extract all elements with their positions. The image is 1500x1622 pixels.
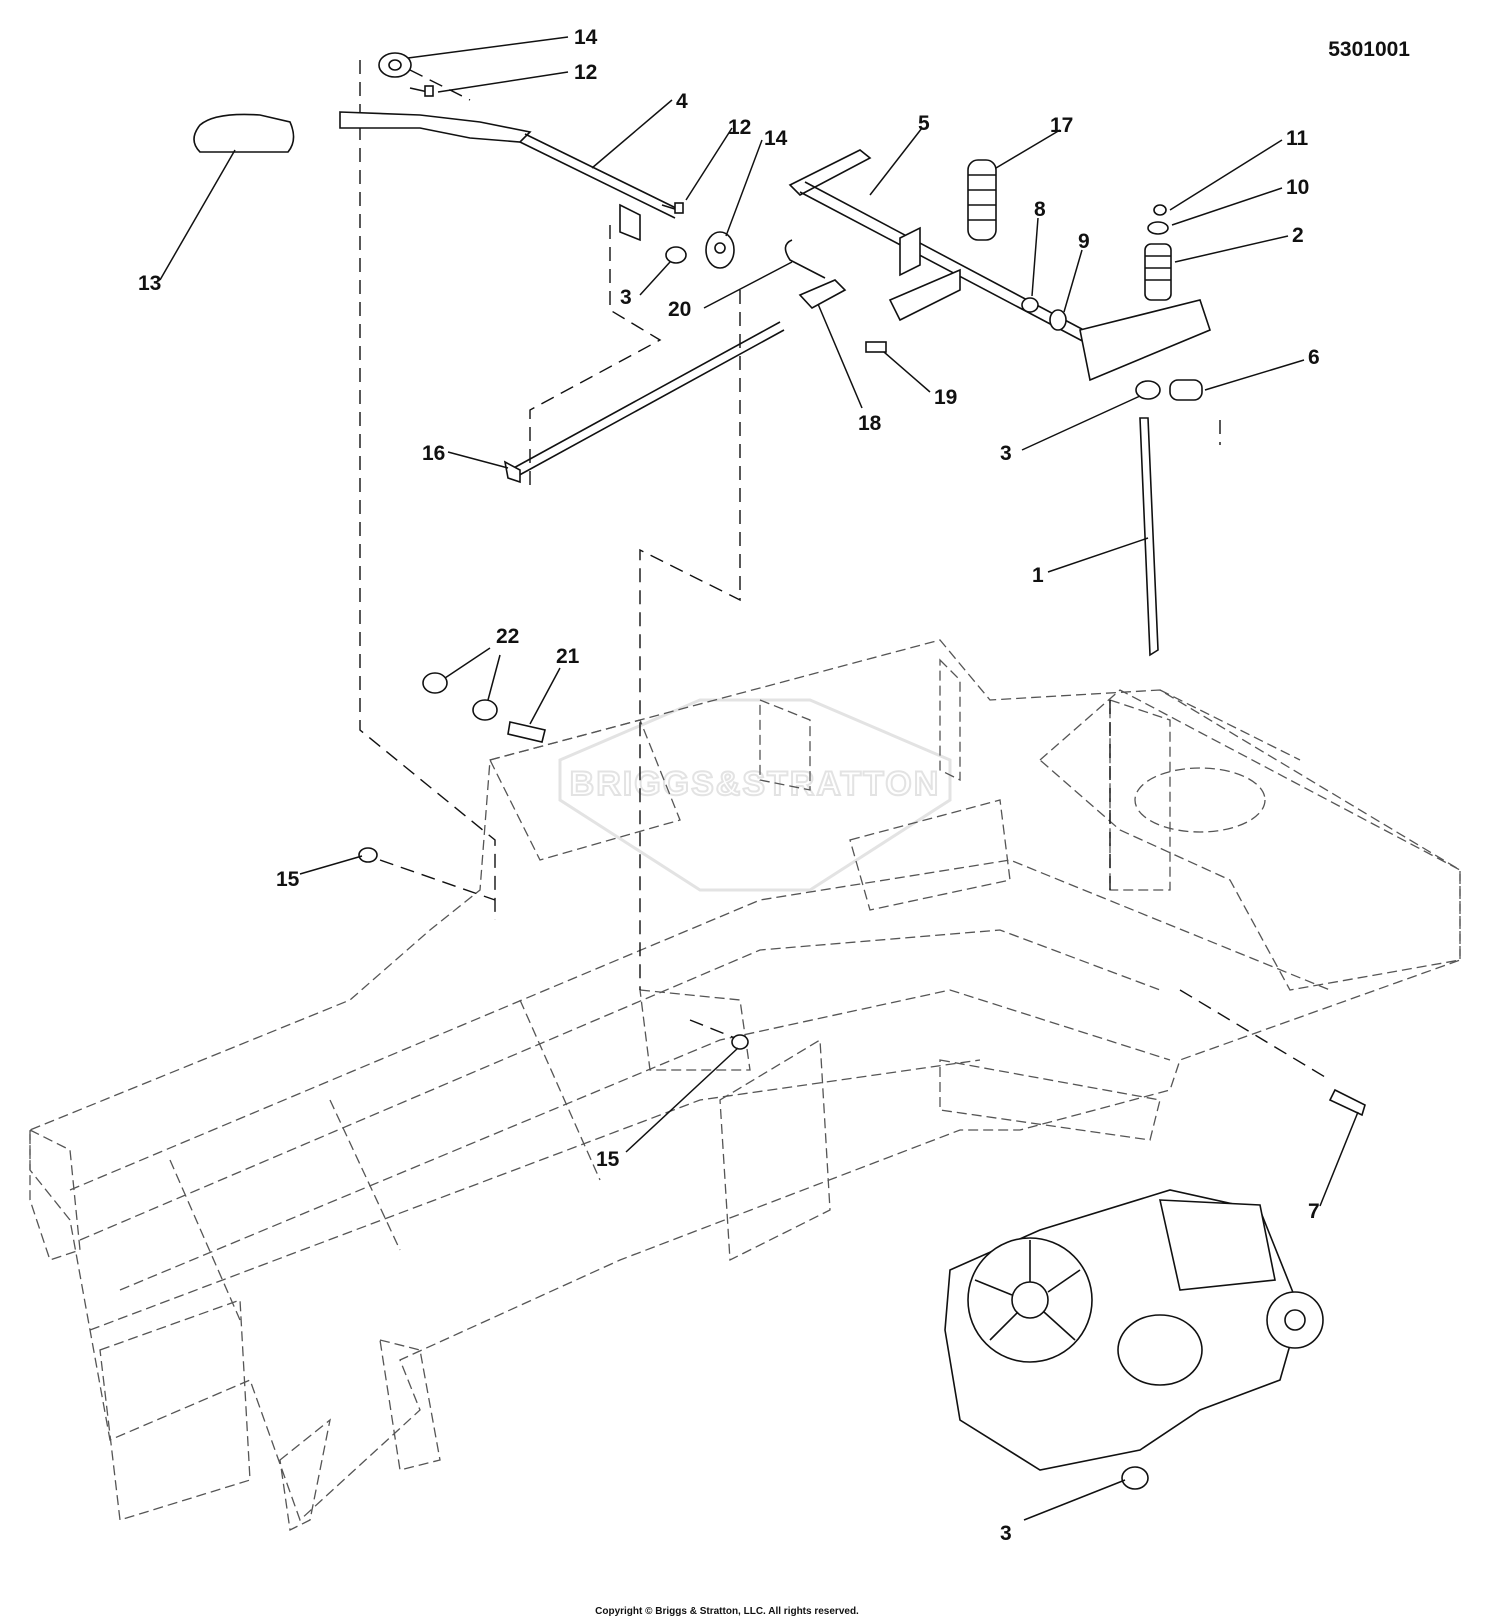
callout-10: 10 xyxy=(1286,176,1309,199)
callout-14-top: 14 xyxy=(574,26,598,49)
nut-15-left xyxy=(358,847,378,863)
nut-8 xyxy=(1021,297,1039,313)
bolt-7 xyxy=(1328,1088,1366,1117)
callout-11: 11 xyxy=(1286,127,1309,150)
callout-13: 13 xyxy=(138,272,161,295)
callout-20: 20 xyxy=(668,298,691,321)
callout-6: 6 xyxy=(1308,346,1320,369)
nut-22b xyxy=(472,699,498,721)
nut-22a xyxy=(422,672,448,694)
compression-spring xyxy=(1144,243,1172,301)
callout-labels: 14 12 4 12 14 5 17 11 10 2 8 9 13 3 20 6… xyxy=(138,26,1320,1545)
nut-bottom xyxy=(1121,1466,1149,1490)
transaxle xyxy=(944,1189,1324,1471)
chassis-frame xyxy=(29,639,1461,1531)
long-rod xyxy=(1139,417,1159,657)
extension-spring xyxy=(967,159,997,241)
nut-15-right xyxy=(731,1034,749,1050)
callout-16: 16 xyxy=(422,442,445,465)
callout-3-upper-right: 3 xyxy=(1000,442,1012,465)
callout-12-mid: 12 xyxy=(728,116,751,139)
bolt-21 xyxy=(507,721,546,743)
callout-5: 5 xyxy=(918,112,930,135)
washer xyxy=(1147,221,1169,235)
copyright-notice: Copyright © Briggs & Stratton, LLC. All … xyxy=(595,1606,859,1617)
callout-8: 8 xyxy=(1034,198,1046,221)
lock-nut-small xyxy=(1153,204,1167,216)
callout-9: 9 xyxy=(1078,230,1090,253)
callout-7: 7 xyxy=(1308,1200,1320,1223)
callout-12-top: 12 xyxy=(574,61,597,84)
bolt-top xyxy=(409,85,434,97)
callout-3-upper-left: 3 xyxy=(620,286,632,309)
alignment-lines xyxy=(359,60,1331,1081)
callout-18: 18 xyxy=(858,412,882,435)
bushing-top xyxy=(378,52,412,78)
callout-14-mid: 14 xyxy=(764,127,788,150)
hairpin-clip xyxy=(784,239,826,279)
callout-15-right: 15 xyxy=(596,1148,620,1171)
bushing-mid xyxy=(705,231,735,269)
callout-21: 21 xyxy=(556,645,580,668)
drawing-code: 5301001 xyxy=(1328,38,1410,61)
nut-upper-left xyxy=(665,246,687,264)
leader-lines xyxy=(159,36,1359,1521)
callout-4: 4 xyxy=(676,90,688,113)
callout-3-bottom: 3 xyxy=(1000,1522,1012,1545)
bolt-mid xyxy=(661,202,684,214)
watermark-logo: BRIGGS&STRATTON xyxy=(558,698,952,892)
watermark-text: BRIGGS&STRATTON xyxy=(570,765,941,803)
callout-2: 2 xyxy=(1292,224,1304,247)
callout-15-left: 15 xyxy=(276,868,300,891)
nut-upper-right xyxy=(1135,380,1161,400)
threaded-rod xyxy=(503,321,785,484)
clevis-pin xyxy=(865,341,887,353)
callout-1: 1 xyxy=(1032,564,1044,587)
pedal-grip xyxy=(193,113,295,153)
callout-17: 17 xyxy=(1050,114,1073,137)
pedal-rod xyxy=(339,111,681,242)
callout-22: 22 xyxy=(496,625,519,648)
cross-shaft xyxy=(788,149,1211,382)
spacer-sleeve xyxy=(1169,379,1203,401)
callout-19: 19 xyxy=(934,386,957,409)
clevis xyxy=(798,279,847,310)
